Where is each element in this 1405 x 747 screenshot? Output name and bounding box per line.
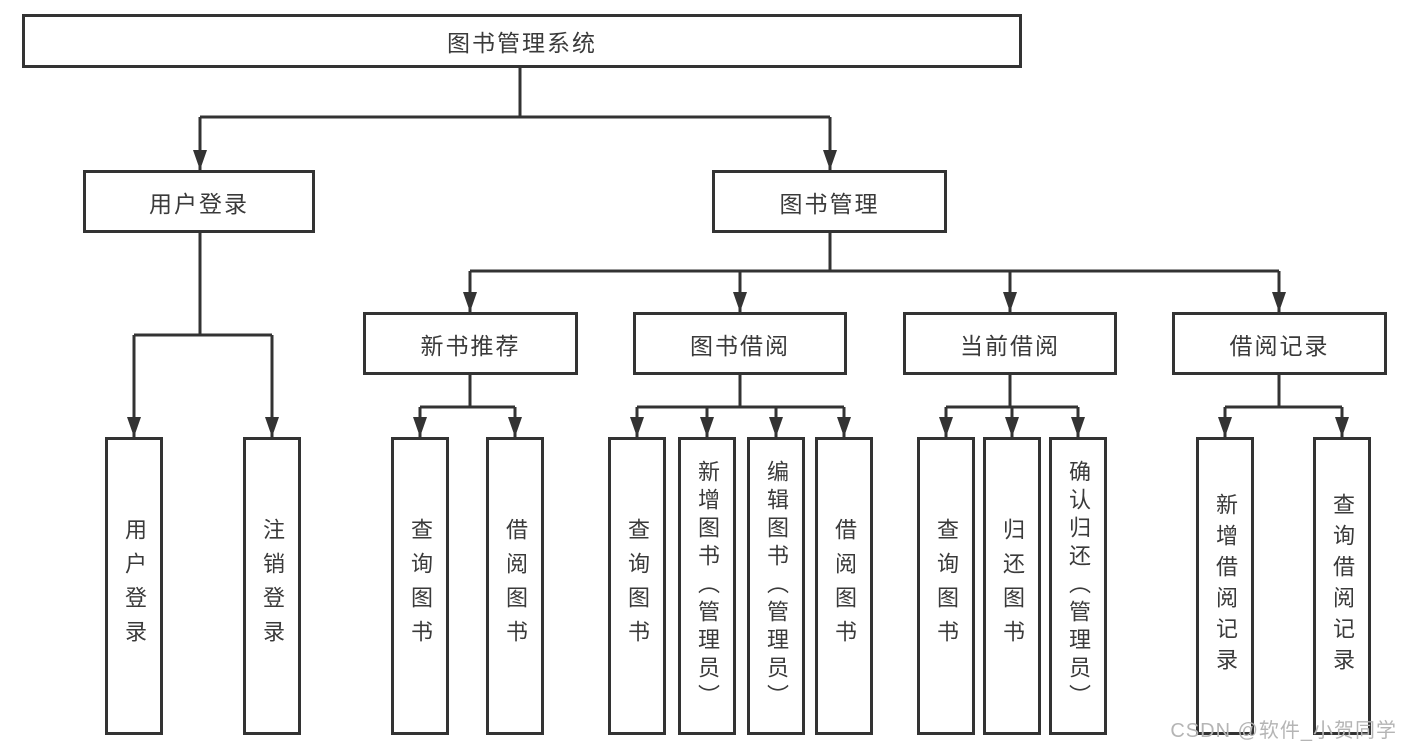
leaf-query-books: 查询图书: [391, 437, 449, 735]
leaf-label: 查询借阅记录: [1330, 493, 1355, 679]
leaf-label: 新增图书（管理员）: [695, 460, 720, 712]
leaf-logout: 注销登录: [243, 437, 301, 735]
leaf-label: 用户登录: [122, 518, 147, 654]
node-root-system: 图书管理系统: [22, 14, 1022, 68]
leaf-label: 注销登录: [260, 518, 285, 654]
leaf-edit-books-admin: 编辑图书（管理员）: [747, 437, 805, 735]
leaf-borrow-books: 借阅图书: [486, 437, 544, 735]
leaf-label: 查询图书: [625, 518, 650, 654]
leaf-label: 新增借阅记录: [1213, 493, 1238, 679]
node-book-borrow: 图书借阅: [633, 312, 847, 375]
node-new-book-recommend: 新书推荐: [363, 312, 578, 375]
leaf-query-borrow-record: 查询借阅记录: [1313, 437, 1371, 735]
leaf-query-books: 查询图书: [608, 437, 666, 735]
node-book-management: 图书管理: [712, 170, 947, 233]
node-label: 用户登录: [149, 190, 249, 217]
leaf-add-books-admin: 新增图书（管理员）: [678, 437, 736, 735]
leaf-label: 编辑图书（管理员）: [764, 460, 789, 712]
leaf-label: 归还图书: [1000, 518, 1025, 654]
leaf-add-borrow-record: 新增借阅记录: [1196, 437, 1254, 735]
node-label: 图书借阅: [690, 332, 790, 359]
node-label: 图书管理: [779, 190, 880, 217]
leaf-label: 确认归还（管理员）: [1066, 460, 1091, 712]
node-label: 借阅记录: [1229, 332, 1330, 359]
leaf-label: 查询图书: [408, 518, 433, 654]
node-user-login: 用户登录: [83, 170, 315, 233]
leaf-query-books: 查询图书: [917, 437, 975, 735]
node-label: 当前借阅: [960, 332, 1060, 359]
leaf-label: 借阅图书: [503, 518, 528, 654]
leaf-label: 借阅图书: [832, 518, 857, 654]
leaf-user-login: 用户登录: [105, 437, 163, 735]
node-label: 新书推荐: [420, 332, 521, 359]
leaf-confirm-return-admin: 确认归还（管理员）: [1049, 437, 1107, 735]
node-current-borrow: 当前借阅: [903, 312, 1117, 375]
leaf-label: 查询图书: [934, 518, 959, 654]
node-borrow-records: 借阅记录: [1172, 312, 1387, 375]
csdn-watermark: CSDN @软件_小贺同学: [1170, 720, 1397, 742]
leaf-borrow-books: 借阅图书: [815, 437, 873, 735]
node-root-label: 图书管理系统: [447, 30, 597, 56]
leaf-return-books: 归还图书: [983, 437, 1041, 735]
